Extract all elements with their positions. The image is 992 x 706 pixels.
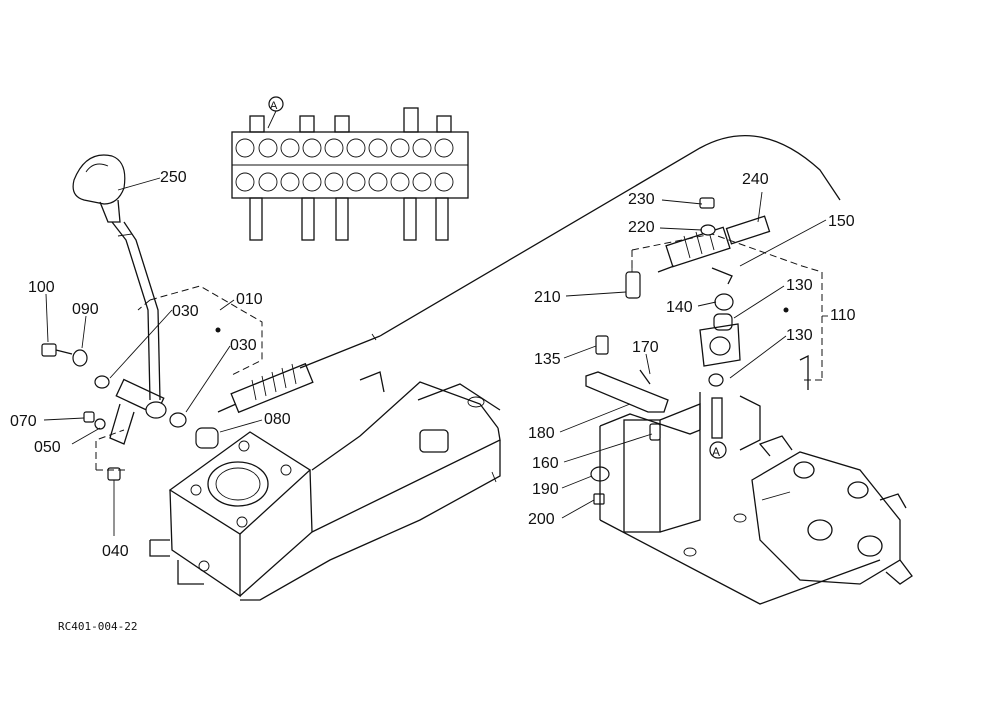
control-valve-illustration: [751, 435, 913, 585]
part-label-030-lower: 030: [230, 337, 257, 354]
part-label-130-upper: 130: [786, 277, 813, 294]
callout-letter-right: A: [712, 445, 720, 459]
part-label-080: 080: [264, 411, 291, 428]
nut-icon: [83, 411, 95, 423]
part-label-130-lower: 130: [786, 327, 813, 344]
drawing-code: RC401-004-22: [58, 620, 137, 633]
part-label-050: 050: [34, 439, 61, 456]
part-label-030-upper: 030: [172, 303, 199, 320]
part-label-150: 150: [828, 213, 855, 230]
bolt-210-icon: [625, 271, 641, 299]
part-label-240: 240: [742, 171, 769, 188]
part-label-250: 250: [160, 169, 187, 186]
part-label-210: 210: [534, 289, 561, 306]
part-label-230: 230: [628, 191, 655, 208]
washer-icon: [72, 349, 88, 367]
shift-lever-assembly: [41, 154, 263, 481]
part-label-140: 140: [666, 299, 693, 316]
part-label-190: 190: [532, 481, 559, 498]
part-number-labels: 250 100 090 030 010 030 080 070 050 040 …: [10, 169, 856, 560]
control-cable: [217, 135, 841, 414]
part-label-010: 010: [236, 291, 263, 308]
part-label-135: 135: [534, 351, 561, 368]
callout-circle-right: [709, 441, 727, 459]
leader-lines: [43, 177, 828, 536]
part-label-160: 160: [532, 455, 559, 472]
part-label-070: 070: [10, 413, 37, 430]
right-linkage-assembly: A: [585, 197, 881, 605]
part-label-110: 110: [830, 307, 856, 324]
part-label-090: 090: [72, 301, 99, 318]
bolt-icon: [41, 343, 57, 357]
part-label-170: 170: [632, 339, 659, 356]
valve-bank-illustration: A: [231, 96, 469, 241]
part-label-220: 220: [628, 219, 655, 236]
part-label-180: 180: [528, 425, 555, 442]
part-label-100: 100: [28, 279, 55, 296]
part-label-200: 200: [528, 511, 555, 528]
base-frame: [149, 371, 501, 601]
callout-letter-top: A: [270, 100, 278, 112]
part-label-040: 040: [102, 543, 129, 560]
lever-knob-icon: [72, 154, 126, 205]
